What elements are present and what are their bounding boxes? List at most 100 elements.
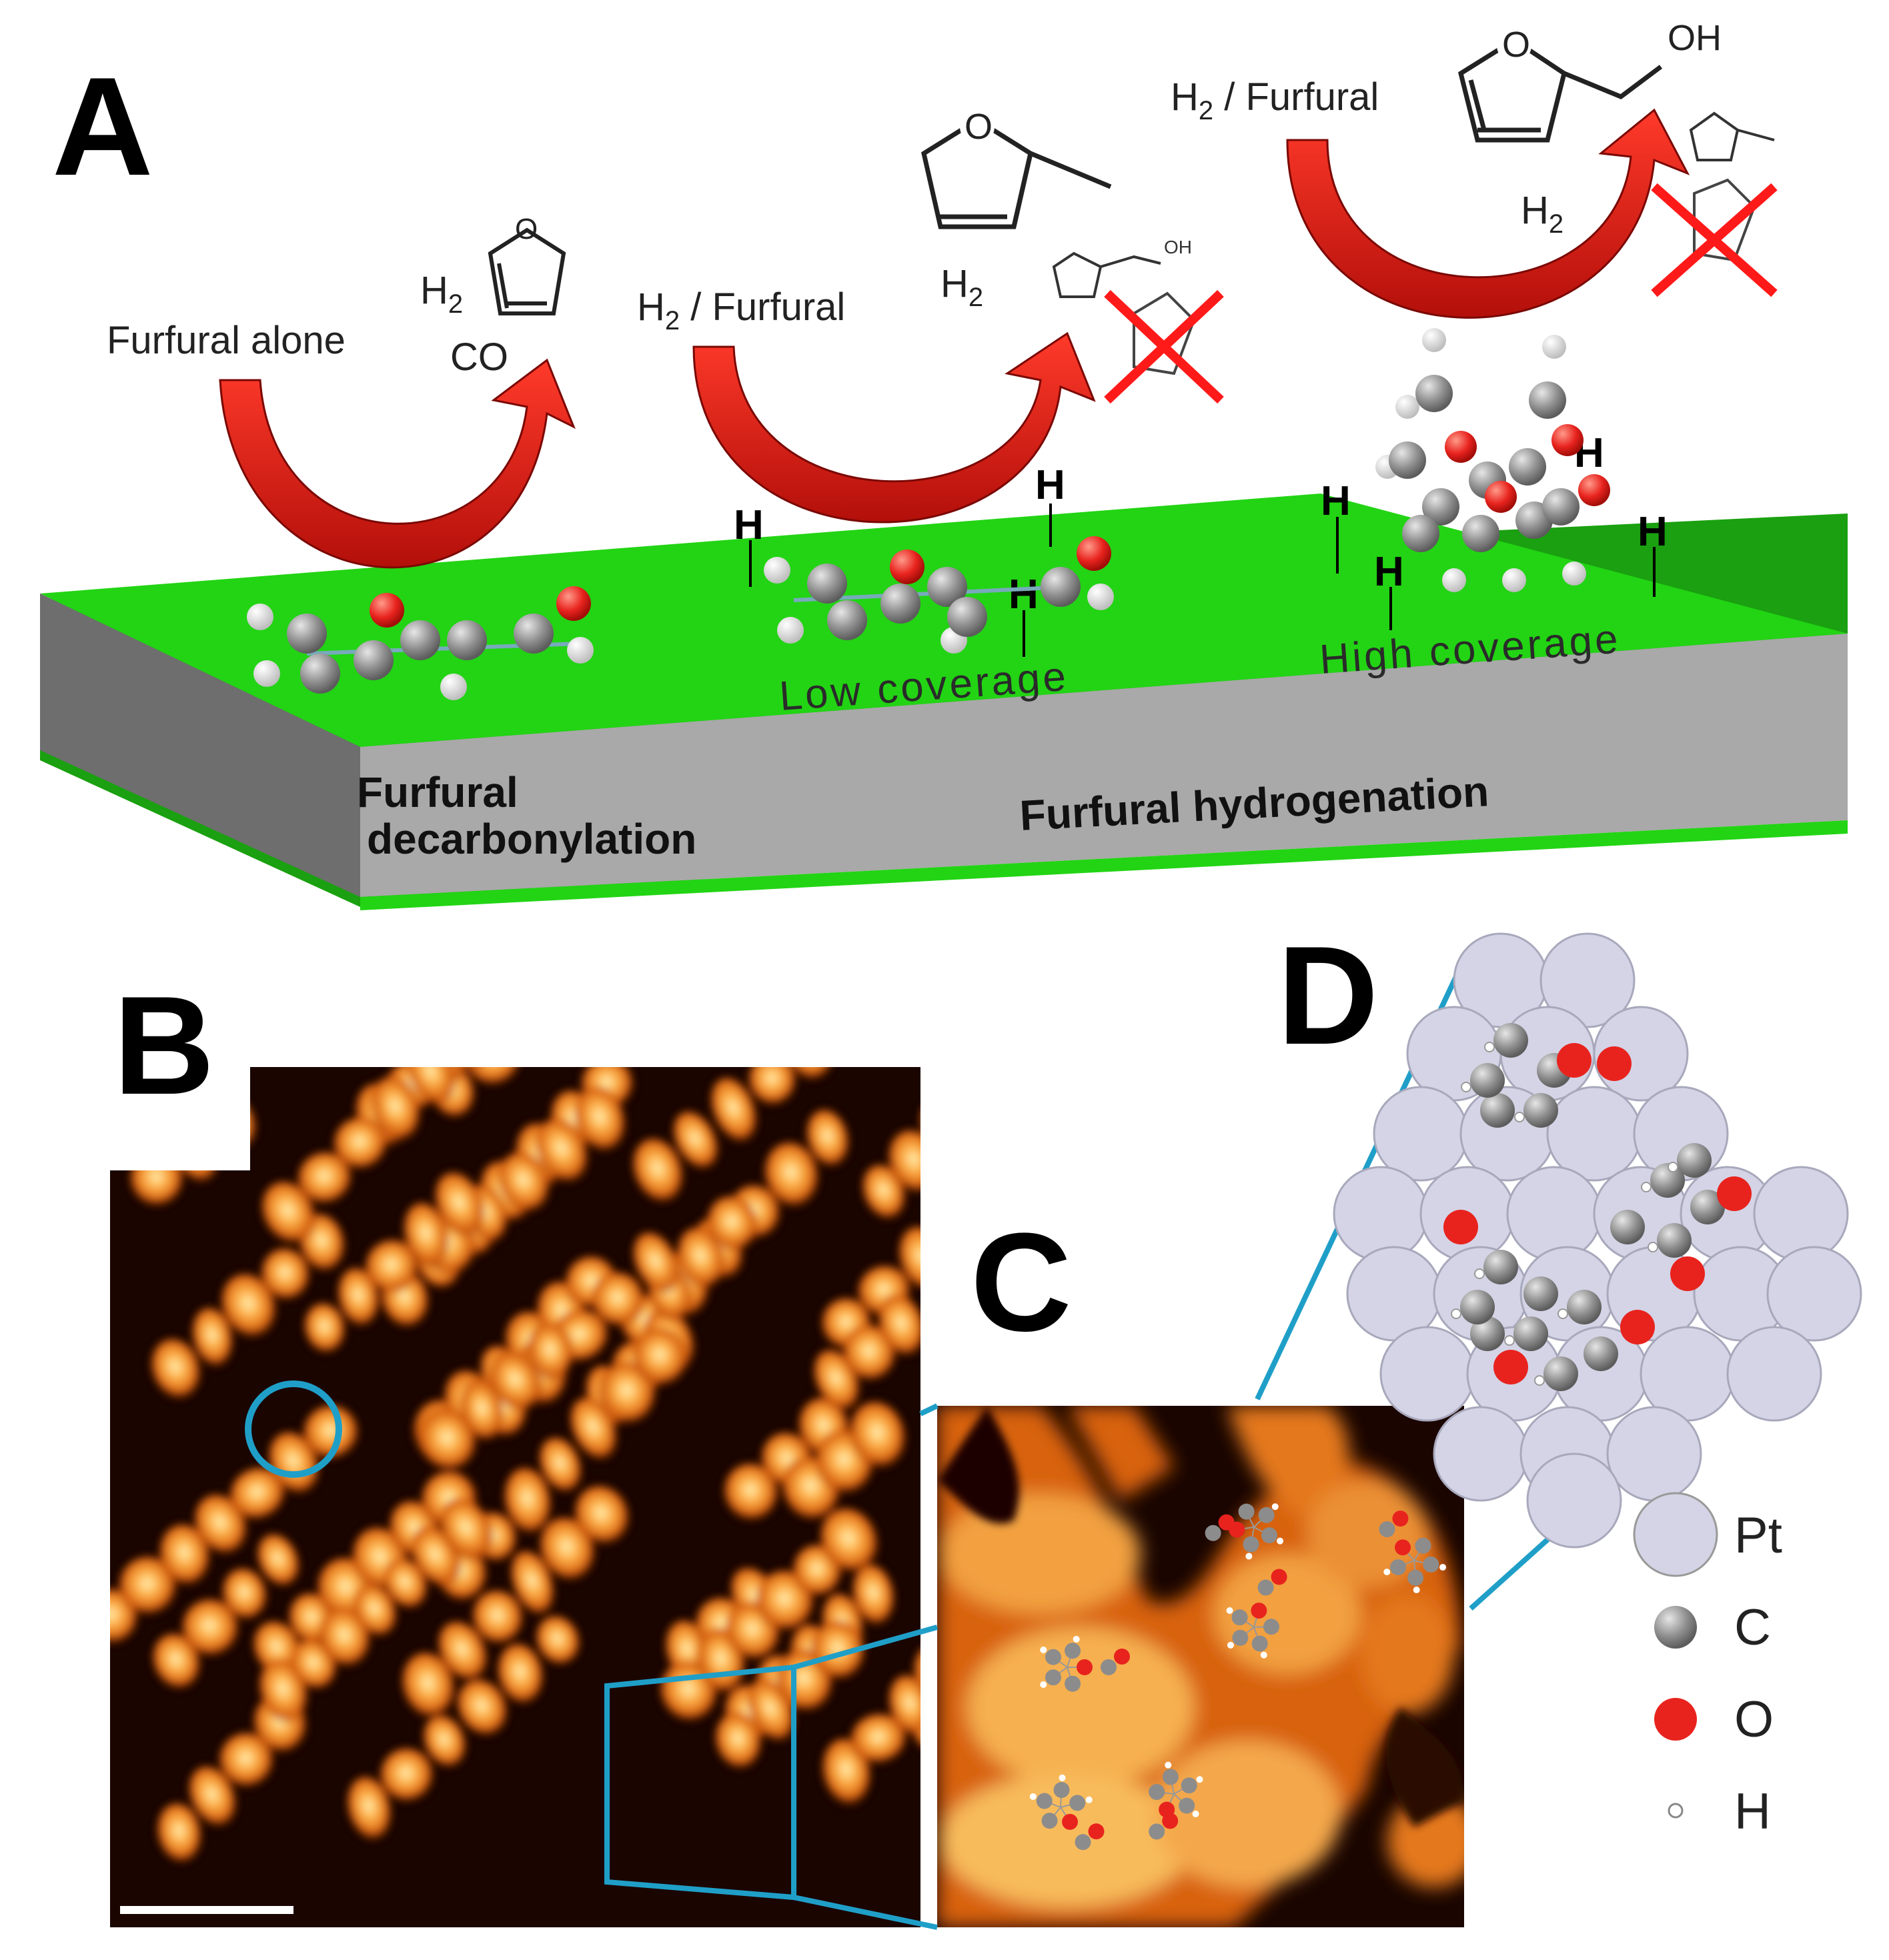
stm-feature [152, 1633, 201, 1691]
overlay-molecule [1226, 1569, 1287, 1659]
stm-feature [261, 1248, 311, 1302]
stm-feature [219, 1733, 275, 1789]
stm-feature [119, 1556, 178, 1617]
stm-feature [710, 1077, 758, 1144]
pt-atom [1766, 1246, 1862, 1342]
stm-feature [472, 1590, 524, 1646]
stm-feature [536, 1616, 581, 1667]
methylfuran-small [1689, 111, 1775, 161]
overlay-molecule [1379, 1511, 1447, 1594]
stm-feature [510, 1551, 556, 1617]
h-atom-6: H [1638, 509, 1668, 555]
stm-feature [898, 1226, 920, 1292]
stm-image-c [937, 1406, 1464, 1927]
stm-feature [222, 1568, 268, 1621]
pt-atom [1506, 1166, 1602, 1262]
stm-feature [261, 1181, 317, 1245]
stm-feature [591, 1272, 646, 1328]
stm-feature [677, 1227, 726, 1290]
stm-feature [494, 983, 571, 1062]
panel-b: B [110, 962, 979, 1927]
stm-feature [574, 1485, 631, 1546]
stm-feature [438, 1621, 489, 1683]
pt-atom [1726, 1326, 1822, 1422]
legend: Pt C O H [1633, 1492, 1782, 1840]
panel-a: A Furfural decarbonylation Furfural hydr… [40, 18, 1848, 910]
overlay-molecule [1205, 1503, 1284, 1560]
overlay-molecule [1040, 1635, 1130, 1692]
stm-feature [303, 1405, 360, 1461]
adsorbed-molecule [1443, 1210, 1558, 1384]
h-atom-3: H [1009, 572, 1039, 618]
h-atom-5: H [1374, 549, 1404, 595]
stm-feature [888, 1130, 920, 1194]
stm-feature [333, 1117, 388, 1171]
stm-feature [723, 1463, 779, 1523]
stm-feature [706, 1196, 759, 1252]
stm-feature [464, 1067, 522, 1087]
legend-h-swatch [1668, 1803, 1684, 1819]
h-atom-4: H [1321, 478, 1351, 524]
highlight-circle [245, 1380, 342, 1478]
slab-front-face [360, 634, 1848, 897]
overlay-molecule [1029, 1774, 1105, 1851]
stm-feature [189, 1766, 237, 1828]
label-h2-furfural-3: H2 / Furfural [1171, 75, 1379, 125]
stm-feature [257, 1534, 301, 1588]
label-co: CO [450, 335, 508, 379]
stm-feature [365, 1240, 420, 1294]
furfuryl-alcohol-small: OH [1052, 237, 1192, 298]
stm-feature [632, 1328, 688, 1387]
stm-feature [384, 1558, 429, 1610]
stm-feature [910, 1093, 979, 1170]
legend-o-swatch [1654, 1698, 1697, 1741]
stm-feature [810, 1621, 866, 1681]
stm-feature [419, 1408, 478, 1473]
pt-atom [1433, 1406, 1529, 1502]
label-h2-step3: H2 [1521, 189, 1563, 239]
stm-feature [498, 1152, 551, 1214]
stm-feature [157, 1803, 203, 1865]
stm-feature [764, 1142, 820, 1209]
stm-feature [574, 1086, 627, 1153]
stm-feature [371, 1076, 422, 1142]
stm-feature [319, 1607, 372, 1669]
slab-top-surface [40, 494, 1848, 747]
stm-feature [347, 1777, 392, 1842]
cross-mark-1 [1104, 289, 1224, 404]
catalyst-slab [40, 494, 1848, 910]
svg-text:O: O [515, 213, 538, 245]
adsorbed-molecule [1610, 1143, 1752, 1291]
furan-structure: O [488, 213, 566, 315]
stm-feature [878, 1294, 920, 1358]
label-decarbonylation-1: Furfural [357, 768, 518, 816]
pt-atom [1606, 1406, 1702, 1502]
adsorbed-furfural-1 [247, 586, 594, 700]
scale-bar [120, 1906, 293, 1914]
label-h2-step1: H2 [420, 269, 463, 319]
stm-image-b [110, 962, 979, 1927]
stm-feature [303, 1303, 346, 1354]
adsorbed-molecule [1461, 1023, 1632, 1128]
h-atom-2: H [1035, 462, 1065, 508]
pt-atom [1546, 1086, 1642, 1182]
zoom-connectors [792, 1403, 938, 1930]
reaction-arrow-3 [1286, 108, 1690, 319]
reaction-arrow-1 [219, 358, 576, 569]
stm-feature [472, 974, 535, 1036]
stm-feature [673, 1111, 720, 1171]
stm-feature [191, 1307, 234, 1368]
stm-feature [353, 1584, 398, 1638]
stm-feature [475, 962, 540, 1029]
panel-d: D Pt C O H [1255, 917, 1862, 1840]
panel-label-c: C [971, 1204, 1072, 1360]
adsorbate-model [1443, 1023, 1752, 1391]
stm-feature [748, 1067, 797, 1106]
slab-left-face [40, 594, 360, 897]
adsorbed-furfural-2 [764, 536, 1114, 654]
svg-text:OH: OH [1164, 237, 1192, 257]
furfural-crossed-2 [1651, 178, 1778, 297]
stm-feature [527, 1322, 574, 1382]
stm-feature [434, 1172, 486, 1238]
